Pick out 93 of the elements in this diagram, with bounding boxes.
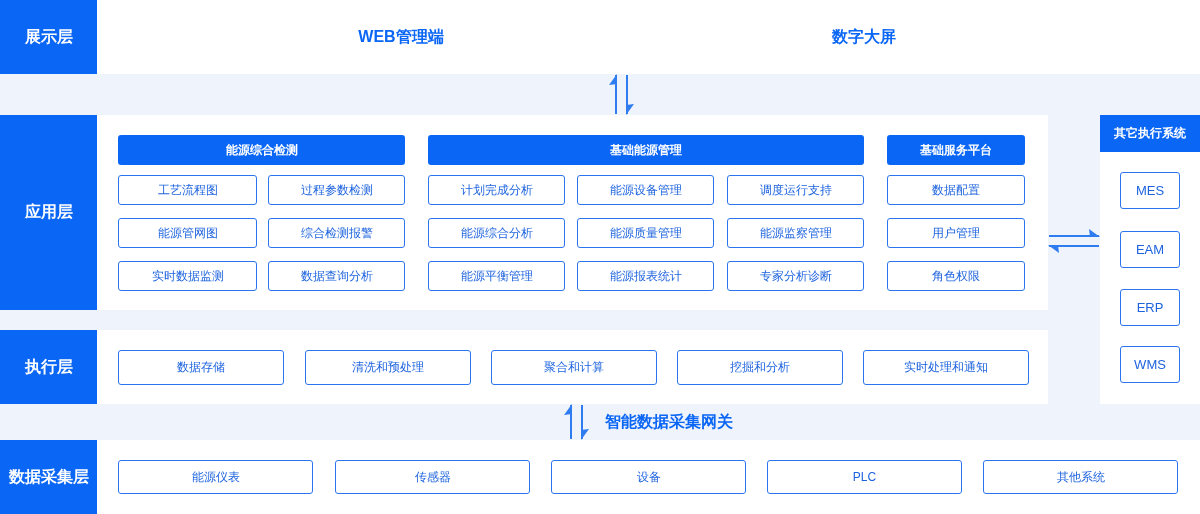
system-box <box>1120 172 1180 209</box>
module-box <box>268 218 405 248</box>
module-box <box>268 175 405 205</box>
layer-title: 数据采集层 <box>8 466 89 487</box>
module-box <box>428 175 565 205</box>
module-box <box>428 218 565 248</box>
module-box <box>983 460 1178 494</box>
layer-panel <box>97 0 1200 74</box>
module-box <box>118 460 313 494</box>
module-label: 过程参数检测 <box>300 181 373 199</box>
module-label: 聚合和计算 <box>544 359 604 376</box>
module-label: 能源报表统计 <box>609 267 682 285</box>
system-label: WMS <box>1134 357 1166 372</box>
layer-panel <box>97 330 1048 404</box>
arrow <box>1048 245 1100 253</box>
arrow <box>626 74 634 115</box>
module-box <box>305 350 471 385</box>
module-label: 能源质量管理 <box>609 224 682 242</box>
module-box <box>268 261 405 291</box>
system-label: ERP <box>1136 300 1164 315</box>
module-box <box>577 261 714 291</box>
module-box <box>727 261 864 291</box>
module-label: 设备 <box>636 468 661 486</box>
module-box <box>863 350 1029 385</box>
module-box <box>887 218 1025 248</box>
module-label: 数据配置 <box>932 181 980 199</box>
module-box <box>118 350 284 385</box>
module-box <box>118 261 257 291</box>
client-name: 数字大屏 <box>832 26 896 47</box>
edge-label: 智能数据采集网关 <box>603 411 735 433</box>
module-box <box>887 261 1025 291</box>
system-box <box>1120 231 1180 268</box>
system-label: EAM <box>1135 242 1165 257</box>
module-box <box>118 175 257 205</box>
layer-label-block <box>0 440 97 514</box>
module-label: 调度运行支持 <box>759 181 832 199</box>
arrow <box>609 74 617 115</box>
module-label: 综合检测报警 <box>300 224 373 242</box>
module-label: 角色权限 <box>932 267 980 285</box>
layer-panel <box>97 440 1200 514</box>
module-box <box>577 218 714 248</box>
module-label: 数据存储 <box>177 359 225 376</box>
module-label: 计划完成分析 <box>460 181 533 199</box>
module-box <box>577 175 714 205</box>
module-box <box>767 460 962 494</box>
module-label: 清洗和预处理 <box>352 359 424 376</box>
module-label: 能源监察管理 <box>759 224 832 242</box>
module-label: 能源仪表 <box>191 468 240 486</box>
layer-title: 应用层 <box>24 202 73 222</box>
arrow <box>1048 229 1100 237</box>
module-box <box>727 218 864 248</box>
module-label: 能源管网图 <box>157 224 218 242</box>
module-label: 专家分析诊断 <box>759 267 832 285</box>
module-label: 传感器 <box>414 468 451 486</box>
group-header <box>428 135 864 165</box>
layer-panel <box>97 115 1048 310</box>
module-label: 实时处理和通知 <box>904 359 988 376</box>
module-label: 能源综合分析 <box>460 224 533 242</box>
module-box <box>727 175 864 205</box>
module-label: 挖掘和分析 <box>730 359 790 376</box>
group-header <box>118 135 405 165</box>
layer-title: 展示层 <box>24 26 73 47</box>
system-box <box>1120 289 1180 326</box>
arrow <box>581 404 589 440</box>
layer-label-block <box>0 115 97 310</box>
layer-title: 执行层 <box>24 356 73 377</box>
module-box <box>428 261 565 291</box>
group-title: 基础能源管理 <box>610 141 682 159</box>
arrow <box>564 404 572 440</box>
module-box <box>887 175 1025 205</box>
group-title: 基础服务平台 <box>920 141 992 159</box>
module-label: 用户管理 <box>932 224 980 242</box>
module-label: 能源平衡管理 <box>460 267 533 285</box>
system-panel <box>1100 115 1200 404</box>
panel-header: 其它执行系统 <box>1100 115 1200 152</box>
module-label: 工艺流程图 <box>157 181 218 199</box>
module-box <box>491 350 657 385</box>
module-box <box>335 460 530 494</box>
module-label: 数据查询分析 <box>300 267 373 285</box>
module-box <box>677 350 843 385</box>
client-name: WEB管理端 <box>358 26 444 47</box>
module-label: 其他系统 <box>1056 468 1105 486</box>
group-title: 能源综合检测 <box>225 141 298 159</box>
module-box <box>118 218 257 248</box>
layer-label-block <box>0 330 97 404</box>
module-label: 能源设备管理 <box>609 181 682 199</box>
module-label: PLC <box>852 470 877 484</box>
layer-label-block <box>0 0 97 74</box>
system-label: MES <box>1135 183 1165 198</box>
module-box <box>551 460 746 494</box>
system-box <box>1120 346 1180 383</box>
group-header <box>887 135 1025 165</box>
module-label: 实时数据监测 <box>151 267 224 285</box>
